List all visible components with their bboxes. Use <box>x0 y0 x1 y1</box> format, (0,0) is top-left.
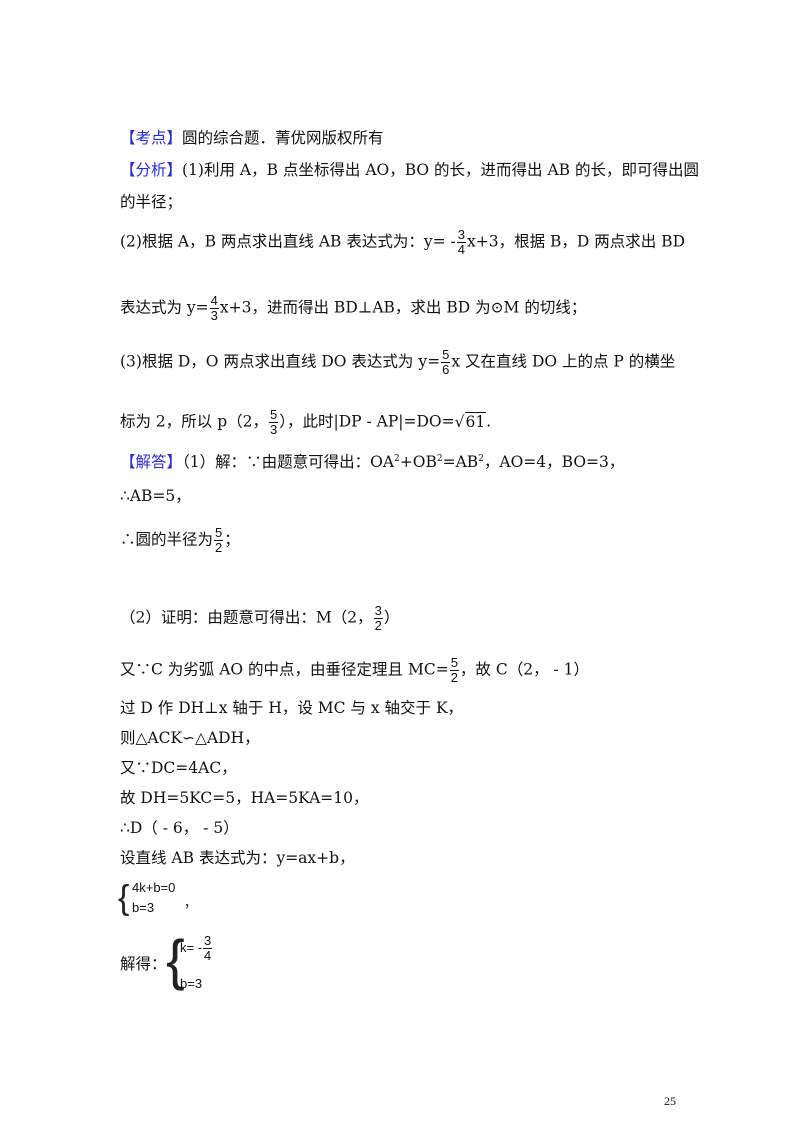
fenxi-text: (1)利用 A，B 点坐标得出 AO，BO 的长，进而得出 AB 的长，即可得出… <box>182 161 699 179</box>
fenxi-text: (2)根据 A，B 两点求出直线 AB 表达式为：y= - <box>120 232 456 251</box>
solve-label: 解得： <box>120 955 167 973</box>
equation-text: k= - <box>180 939 203 955</box>
jieda-line-11: 设直线 AB 表达式为：y=ax+b， <box>120 848 355 868</box>
denominator: 4 <box>204 948 212 963</box>
equation: 4k+b=0 <box>132 880 176 895</box>
fenxi-text: x+3，根据 B，D 两点求出 BD <box>466 232 685 251</box>
denominator: 2 <box>215 540 223 555</box>
page-number: 25 <box>664 1094 676 1108</box>
denominator: 2 <box>374 618 382 633</box>
jieda-line-8: 又∵DC=4AC， <box>120 758 237 778</box>
superscript: 2 <box>394 453 400 464</box>
jieda-line-10: ∴D（ - 6， - 5） <box>120 818 239 838</box>
jieda-line-1: 【解答】（1）解：∵由题意可得出：OA2+OB2=AB2，AO=4，BO=3， <box>120 452 624 472</box>
equation: b=3 <box>180 976 203 991</box>
denominator: 4 <box>457 242 465 257</box>
fenxi-text: 的半径； <box>120 193 183 211</box>
equation-system-1: { 4k+b=0 b=3 ， <box>118 878 240 922</box>
superscript: 2 <box>478 453 484 464</box>
jieda-line-9: 故 DH=5KC=5，HA=5KA=10， <box>120 788 369 808</box>
radicand: 61 <box>464 411 487 431</box>
fenxi-text: 表达式为 y= <box>120 298 209 317</box>
jieda-text: ，故 C（2， - 1） <box>459 660 590 679</box>
equation: b=3 <box>132 900 155 915</box>
solve-label-line: 解得： <box>120 954 167 974</box>
numerator: 5 <box>214 525 224 541</box>
kaodian-line: 【考点】圆的综合题．菁优网版权所有 <box>120 128 384 148</box>
jieda-text: +OB <box>399 453 437 471</box>
jieda-text: （2）证明：由题意可得出：M（2， <box>120 608 373 627</box>
numerator: 5 <box>269 407 279 423</box>
superscript: 2 <box>436 453 443 464</box>
fenxi-text: ），此时|DP - AP|=DO= <box>279 412 455 431</box>
kaodian-text: 圆的综合题．菁优网版权所有 <box>182 129 384 147</box>
jieda-line-6: 过 D 作 DH⊥x 轴于 H，设 MC 与 x 轴交于 K， <box>120 698 463 718</box>
fenxi-text: (3)根据 D，O 两点求出直线 DO 表达式为 y= <box>120 352 441 371</box>
jieda-text: 又∵C 为劣弧 AO 的中点，由垂径定理且 MC= <box>120 660 449 679</box>
sqrt: √61 <box>454 411 487 431</box>
jieda-line-2: ∴AB=5， <box>120 486 191 506</box>
numerator: 3 <box>203 933 213 949</box>
jieda-text: 设直线 AB 表达式为：y=ax+b， <box>120 849 355 867</box>
jieda-text: ∴D（ - 6， - 5） <box>120 819 239 837</box>
jieda-text: ，AO=4，BO=3， <box>483 453 625 471</box>
denominator: 6 <box>442 362 450 377</box>
jieda-text: ∴圆的半径为 <box>120 530 214 549</box>
fenxi-line-2: 的半径； <box>120 192 182 212</box>
fenxi-text: 标为 2，所以 p（2， <box>120 412 268 431</box>
jieda-text: 过 D 作 DH⊥x 轴于 H，设 MC 与 x 轴交于 K， <box>120 699 464 717</box>
jieda-line-7: 则△ACK∽△ADH， <box>120 728 260 748</box>
fenxi-text: x+3，进而得出 BD⊥AB，求出 BD 为⊙M 的切线； <box>219 298 587 317</box>
denominator: 3 <box>210 308 218 323</box>
numerator: 4 <box>209 293 219 309</box>
jieda-text: =AB <box>442 453 479 471</box>
denominator: 3 <box>270 422 278 437</box>
jieda-text: ∴AB=5， <box>120 487 191 505</box>
jieda-text: 则△ACK∽△ADH， <box>120 729 260 747</box>
denominator: 2 <box>450 670 458 685</box>
jieda-text: ； <box>224 530 240 549</box>
fenxi-line-1: 【分析】(1)利用 A，B 点坐标得出 AO，BO 的长，进而得出 AB 的长，… <box>120 160 699 180</box>
kaodian-tag: 【考点】 <box>120 129 183 147</box>
numerator: 5 <box>449 655 459 671</box>
numerator: 3 <box>373 603 383 619</box>
jieda-text: 故 DH=5KC=5，HA=5KA=10， <box>120 789 369 807</box>
brace-icon: { <box>118 879 130 917</box>
jieda-text: （1）解：∵由题意可得出：OA <box>182 453 395 471</box>
jieda-text: 又∵DC=4AC， <box>120 759 237 777</box>
fenxi-tag: 【分析】 <box>120 161 183 179</box>
fenxi-text: x 又在直线 DO 上的点 P 的横坐 <box>451 352 676 371</box>
jieda-tag: 【解答】 <box>120 453 183 471</box>
fenxi-text: . <box>486 412 492 431</box>
brace-icon: { <box>166 928 185 991</box>
jieda-text: ） <box>383 608 400 627</box>
numerator: 3 <box>456 227 466 243</box>
numerator: 5 <box>441 347 451 363</box>
punctuation: ， <box>184 895 198 910</box>
